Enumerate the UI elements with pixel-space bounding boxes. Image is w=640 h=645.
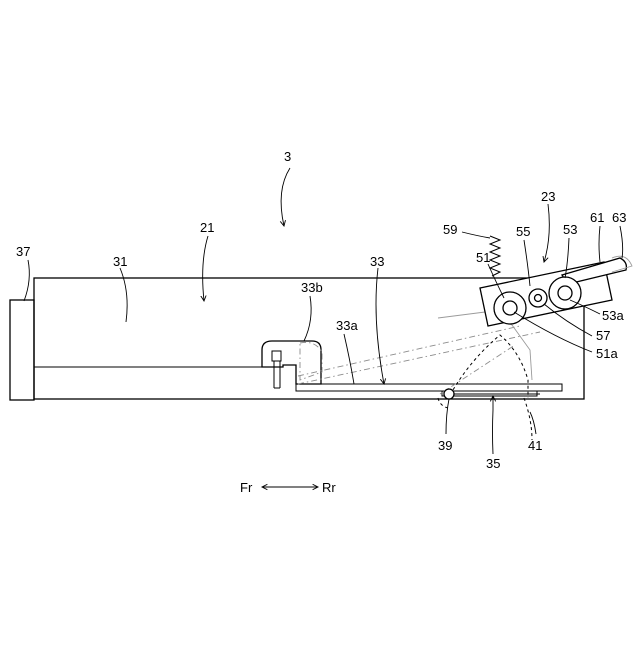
- leader-3: [281, 168, 290, 226]
- tray-plate-upper: [296, 384, 562, 391]
- label-51a: 51a: [596, 346, 618, 361]
- leader-59: [462, 232, 490, 238]
- leader-35: [493, 410, 494, 454]
- tray-stopper-part: [262, 341, 321, 384]
- leader-21: [203, 236, 208, 301]
- leader-61: [599, 226, 600, 262]
- tray-ghost-line-3: [440, 345, 515, 394]
- tray-ghost-line-2: [298, 326, 520, 376]
- arc-path: [450, 335, 528, 398]
- pivot-circle: [444, 389, 454, 399]
- leader-31: [120, 268, 127, 322]
- label-35: 35: [486, 456, 500, 471]
- label-51: 51: [476, 250, 490, 265]
- direction-front: Fr: [240, 480, 253, 495]
- label-55: 55: [516, 224, 530, 239]
- label-3: 3: [284, 149, 291, 164]
- leader-63: [620, 226, 623, 258]
- spring-coil: [490, 236, 500, 276]
- label-59: 59: [443, 222, 457, 237]
- label-57: 57: [596, 328, 610, 343]
- arc-path-lower: [524, 398, 532, 440]
- feed-axis: [558, 286, 572, 300]
- label-53a: 53a: [602, 308, 624, 323]
- leader-39: [446, 399, 449, 434]
- tray-ghost-line-1: [298, 332, 540, 384]
- leader-23: [544, 204, 549, 262]
- gear-axis: [535, 295, 542, 302]
- label-61: 61: [590, 210, 604, 225]
- handle-part: [10, 300, 34, 400]
- label-53: 53: [563, 222, 577, 237]
- stopper-pin-head: [272, 351, 281, 361]
- leader-33a: [344, 334, 354, 384]
- label-63: 63: [612, 210, 626, 225]
- leader-33b: [304, 296, 311, 341]
- label-31: 31: [113, 254, 127, 269]
- label-41: 41: [528, 438, 542, 453]
- label-33a: 33a: [336, 318, 358, 333]
- leader-37: [24, 260, 29, 301]
- label-37: 37: [16, 244, 30, 259]
- direction-rear: Rr: [322, 480, 336, 495]
- label-21: 21: [200, 220, 214, 235]
- label-39: 39: [438, 438, 452, 453]
- label-23: 23: [541, 189, 555, 204]
- label-33: 33: [370, 254, 384, 269]
- label-33b: 33b: [301, 280, 323, 295]
